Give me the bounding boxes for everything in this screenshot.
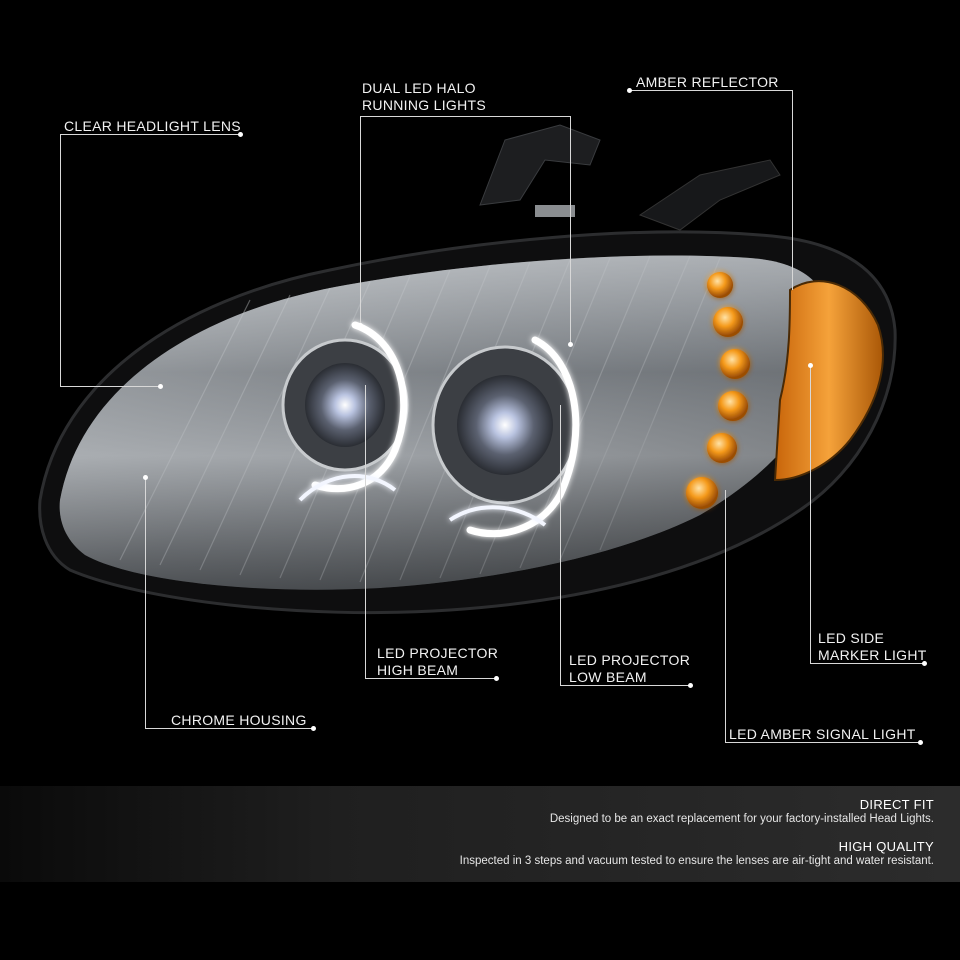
callout-amber-signal: LED AMBER SIGNAL LIGHT <box>729 726 916 743</box>
callout-amber-reflector-text: AMBER REFLECTOR <box>636 74 779 90</box>
leader-amber-signal <box>725 490 726 742</box>
leader-low-beam <box>560 405 561 685</box>
callout-chrome-housing: CHROME HOUSING <box>171 712 307 729</box>
dot-low-beam <box>688 683 693 688</box>
callout-low-beam-line1: LED PROJECTOR <box>569 652 691 668</box>
callout-low-beam: LED PROJECTOR LOW BEAM <box>569 652 690 686</box>
callout-amber-signal-text: LED AMBER SIGNAL LIGHT <box>729 726 916 742</box>
dot-clear-lens <box>238 132 243 137</box>
dot-clear-lens-end <box>158 384 163 389</box>
direct-fit-text: Designed to be an exact replacement for … <box>549 813 934 825</box>
callout-amber-reflector: AMBER REFLECTOR <box>636 74 779 91</box>
callout-halo-line1: DUAL LED HALO <box>362 80 476 96</box>
callout-halo: DUAL LED HALO RUNNING LIGHTS <box>362 80 486 114</box>
dot-chrome-housing-start <box>143 475 148 480</box>
dot-amber-reflector <box>627 88 632 93</box>
leader-low-beam-h <box>560 685 690 686</box>
callout-high-beam-line2: HIGH BEAM <box>377 662 459 678</box>
direct-fit-title: DIRECT FIT <box>859 797 934 812</box>
high-quality-text: Inspected in 3 steps and vacuum tested t… <box>459 855 934 867</box>
leader-clear-lens-h2 <box>60 386 160 387</box>
leader-side-marker-h <box>810 663 924 664</box>
leader-halo-v2 <box>570 116 571 344</box>
leader-chrome-housing <box>145 477 146 728</box>
callout-halo-line2: RUNNING LIGHTS <box>362 97 486 113</box>
callout-high-beam: LED PROJECTOR HIGH BEAM <box>377 645 498 679</box>
leader-side-marker <box>810 365 811 663</box>
dot-halo-left <box>358 323 363 328</box>
callout-chrome-housing-text: CHROME HOUSING <box>171 712 307 728</box>
callout-side-marker-line2: MARKER LIGHT <box>818 647 927 663</box>
callout-clear-lens: CLEAR HEADLIGHT LENS <box>64 118 241 135</box>
dot-chrome-housing <box>311 726 316 731</box>
leader-halo-h <box>360 116 570 117</box>
leader-chrome-housing-h <box>145 728 313 729</box>
dot-amber-signal <box>918 740 923 745</box>
callout-clear-lens-text: CLEAR HEADLIGHT LENS <box>64 118 241 134</box>
leader-amber-reflector-h <box>630 90 792 91</box>
leader-halo-v <box>360 116 361 326</box>
leader-clear-lens-v <box>60 134 61 386</box>
leader-amber-reflector-v <box>792 90 793 290</box>
callout-side-marker: LED SIDE MARKER LIGHT <box>818 630 927 664</box>
dot-side-marker-start <box>808 363 813 368</box>
leader-amber-signal-h <box>725 742 921 743</box>
callout-side-marker-line1: LED SIDE <box>818 630 885 646</box>
leader-clear-lens <box>60 134 240 135</box>
callout-low-beam-line2: LOW BEAM <box>569 669 647 685</box>
leader-high-beam-h <box>365 678 497 679</box>
leader-high-beam <box>365 385 366 678</box>
dot-side-marker <box>922 661 927 666</box>
dot-halo <box>568 342 573 347</box>
callout-high-beam-line1: LED PROJECTOR <box>377 645 499 661</box>
dot-high-beam <box>494 676 499 681</box>
info-band: DIRECT FIT Designed to be an exact repla… <box>0 786 960 882</box>
high-quality-title: HIGH QUALITY <box>838 839 934 854</box>
